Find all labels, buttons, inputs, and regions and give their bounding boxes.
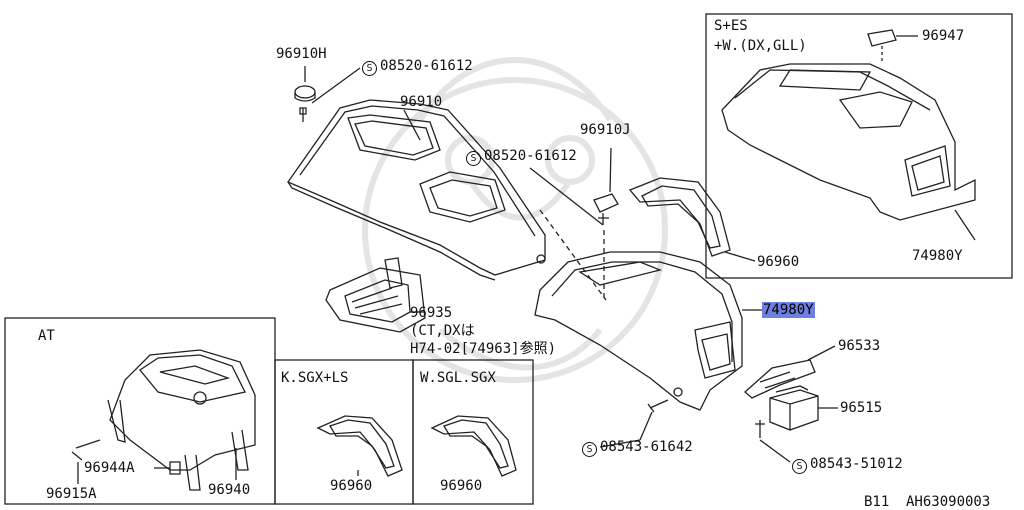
label-96935-note1: (CT,DXは <box>410 323 475 339</box>
part-96910-console <box>287 99 546 281</box>
screw-s-icon: S <box>792 459 807 474</box>
label-96515[interactable]: 96515 <box>840 400 883 416</box>
inset-box-at <box>4 317 276 505</box>
part-96940-at-cover <box>107 349 256 491</box>
footer-figure-id: AH63090003 <box>906 494 991 510</box>
screw-96915a <box>71 439 101 461</box>
inset-caption-sres-line1: S+ES <box>714 18 748 34</box>
inset-caption-wsgl: W.SGL.SGX <box>420 370 496 386</box>
watermark-emblem <box>362 57 668 383</box>
part-96960-pad <box>628 177 731 257</box>
label-96935[interactable]: 96935 <box>410 305 453 321</box>
inset-box-wsgl <box>412 359 534 505</box>
screw-08543-51012 <box>755 420 765 438</box>
part-96947-cover <box>867 29 897 47</box>
label-74980y-inset[interactable]: 74980Y <box>912 248 963 264</box>
inset-caption-ksgx: K.SGX+LS <box>281 370 349 386</box>
clip-96944a <box>169 461 181 475</box>
label-96960-w[interactable]: 96960 <box>440 478 483 494</box>
inset-caption-sres-line2: +W.(DX,GLL) <box>714 38 807 54</box>
label-96910[interactable]: 96910 <box>400 94 443 110</box>
screw-s-icon: S <box>582 442 597 457</box>
part-96935-boot <box>325 257 426 333</box>
label-96533[interactable]: 96533 <box>838 338 881 354</box>
screw-s-icon: S <box>466 151 481 166</box>
label-96940[interactable]: 96940 <box>208 482 251 498</box>
footer-code: B11 <box>864 494 890 510</box>
label-08520-61612-a-text: 08520-61612 <box>380 58 473 74</box>
label-96910h[interactable]: 96910H <box>276 46 327 62</box>
part-96910j-clip <box>593 193 619 213</box>
part-74980y-inset-console <box>721 29 976 241</box>
part-96910h-cap <box>294 85 316 99</box>
inset-box-sres <box>705 13 1013 279</box>
label-96935-note2: H74-02[74963]参照) <box>410 341 557 357</box>
label-96960-main[interactable]: 96960 <box>757 254 800 270</box>
label-96915a[interactable]: 96915A <box>46 486 97 502</box>
label-96947[interactable]: 96947 <box>922 28 965 44</box>
label-96910j[interactable]: 96910J <box>580 122 631 138</box>
label-08520-61612-b-text: 08520-61612 <box>484 148 577 164</box>
part-96515-switch <box>769 385 819 431</box>
screw-08543-61642 <box>647 399 669 413</box>
part-96533-bracket <box>744 359 816 399</box>
label-08543-61642-text: 08543-61642 <box>600 439 693 455</box>
inset-caption-at: AT <box>38 328 55 344</box>
part-96960-w-pad <box>430 415 517 477</box>
label-96944a[interactable]: 96944A <box>84 460 135 476</box>
label-08543-51012-text: 08543-51012 <box>810 456 903 472</box>
part-74980y-console <box>534 251 743 411</box>
label-74980y-main-highlight: 74980Y <box>762 302 815 318</box>
label-74980y-main[interactable]: 74980Y <box>762 302 815 318</box>
label-96960-k[interactable]: 96960 <box>330 478 373 494</box>
screw-s-icon: S <box>362 61 377 76</box>
part-96960-k-pad <box>316 415 403 477</box>
